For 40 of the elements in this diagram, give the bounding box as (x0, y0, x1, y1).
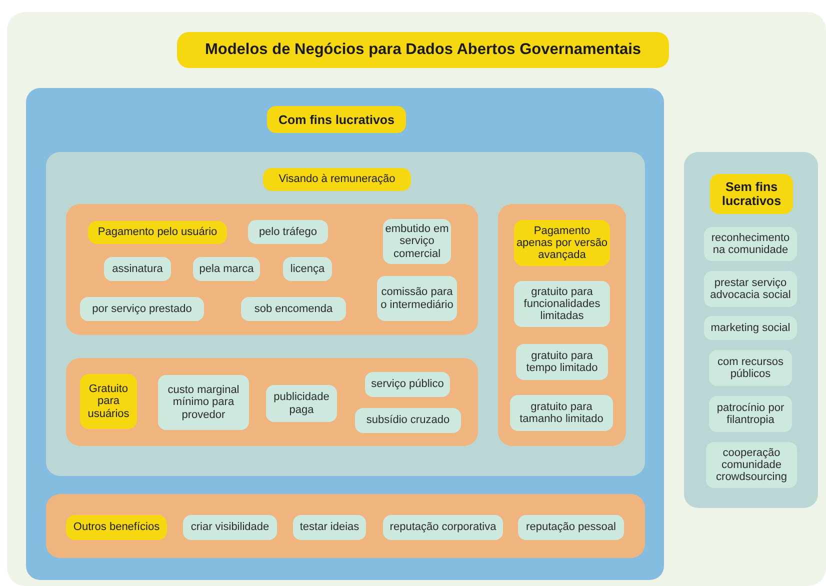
group-panel (66, 358, 478, 446)
group-heading: Sem fins lucrativos (710, 174, 793, 214)
group-panel (46, 494, 645, 558)
model-item: gratuito para funcionalidades limitadas (514, 281, 610, 327)
model-item: reconhecimento na comunidade (704, 227, 797, 261)
group-panel (26, 88, 664, 580)
model-item: criar visibilidade (183, 515, 277, 540)
group-panel (684, 152, 818, 508)
model-item: serviço público (365, 372, 450, 397)
group-panel (46, 152, 645, 476)
model-item: reputação pessoal (518, 515, 624, 540)
model-item: embutido em serviço comercial (383, 219, 451, 264)
model-item: testar ideias (293, 515, 366, 540)
model-item: custo marginal mínimo para provedor (158, 375, 249, 430)
group-panel (498, 204, 626, 446)
model-item: comissão para o intermediário (377, 276, 457, 321)
group-heading: Visando à remuneração (263, 168, 411, 191)
group-heading: Outros benefícios (66, 515, 167, 540)
title: Modelos de Negócios para Dados Abertos Governamentais (177, 32, 669, 68)
group-heading: Pagamento pelo usuário (88, 221, 227, 244)
model-item: sob encomenda (241, 297, 346, 321)
model-item: patrocínio por filantropia (709, 396, 792, 432)
model-item: com recursos públicos (709, 350, 792, 386)
model-item: assinatura (104, 257, 171, 281)
group-heading: Com fins lucrativos (267, 106, 406, 133)
group-heading: Pagamento apenas por versão avançada (514, 220, 610, 266)
group-heading: Gratuito para usuários (80, 374, 137, 429)
model-item: cooperação comunidade crowdsourcing (706, 442, 797, 488)
model-item: licença (283, 257, 332, 281)
model-item: subsídio cruzado (355, 408, 461, 433)
model-item: pela marca (193, 257, 260, 281)
model-item: marketing social (704, 316, 797, 340)
model-item: prestar serviço advocacia social (704, 271, 797, 307)
model-item: pelo tráfego (248, 220, 328, 244)
model-item: gratuito para tamanho limitado (510, 395, 613, 431)
model-item: publicidade paga (266, 385, 337, 422)
group-panel (66, 204, 478, 335)
model-item: por serviço prestado (80, 297, 204, 321)
model-item: reputação corporativa (383, 515, 503, 540)
model-item: gratuito para tempo limitado (516, 344, 608, 380)
